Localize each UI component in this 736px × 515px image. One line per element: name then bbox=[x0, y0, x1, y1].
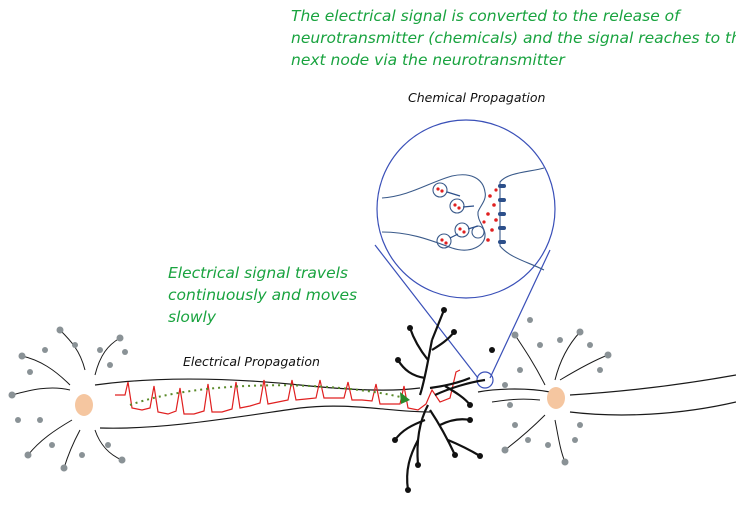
vesicle-particles bbox=[436, 187, 498, 245]
axon-neuron-2 bbox=[477, 374, 736, 416]
neuron-2-dendrite-dots bbox=[501, 317, 612, 466]
zoom-circle bbox=[376, 119, 556, 299]
neuron-2-soma bbox=[547, 387, 565, 409]
electrical-signal-trace bbox=[115, 369, 461, 415]
neuron-1-dendrites bbox=[11, 329, 123, 469]
note-line: next node via the neurotransmitter bbox=[291, 51, 565, 69]
note-line: continuously and moves bbox=[168, 286, 358, 304]
chemical-propagation-label: Chemical Propagation bbox=[408, 90, 546, 105]
note-line: The electrical signal is converted to th… bbox=[291, 7, 680, 25]
neuron-1-soma bbox=[75, 394, 93, 416]
vesicle-arrows bbox=[446, 191, 479, 239]
electrical-propagation-note: Electrical signal travels continuously a… bbox=[168, 262, 378, 328]
synapse-marker-circle bbox=[476, 371, 494, 389]
neuron-2-dendrites bbox=[491, 331, 609, 463]
zoom-callout bbox=[374, 119, 556, 389]
electrical-propagation-label: Electrical Propagation bbox=[183, 354, 320, 369]
chemical-propagation-note: The electrical signal is converted to th… bbox=[291, 5, 736, 71]
neuron-1-dendrite-dots bbox=[8, 326, 128, 472]
presynaptic-membrane bbox=[381, 174, 486, 251]
propagation-arrow bbox=[129, 384, 410, 406]
note-line: Electrical signal travels bbox=[168, 264, 348, 282]
zoom-line-right bbox=[489, 249, 551, 379]
axon-neuron-1 bbox=[94, 378, 431, 429]
note-line: slowly bbox=[168, 308, 217, 326]
axon-terminal-dots bbox=[392, 307, 495, 493]
receptors bbox=[498, 184, 506, 244]
note-line: neurotransmitter (chemicals) and the sig… bbox=[291, 29, 736, 47]
zoom-line-left bbox=[374, 244, 479, 379]
